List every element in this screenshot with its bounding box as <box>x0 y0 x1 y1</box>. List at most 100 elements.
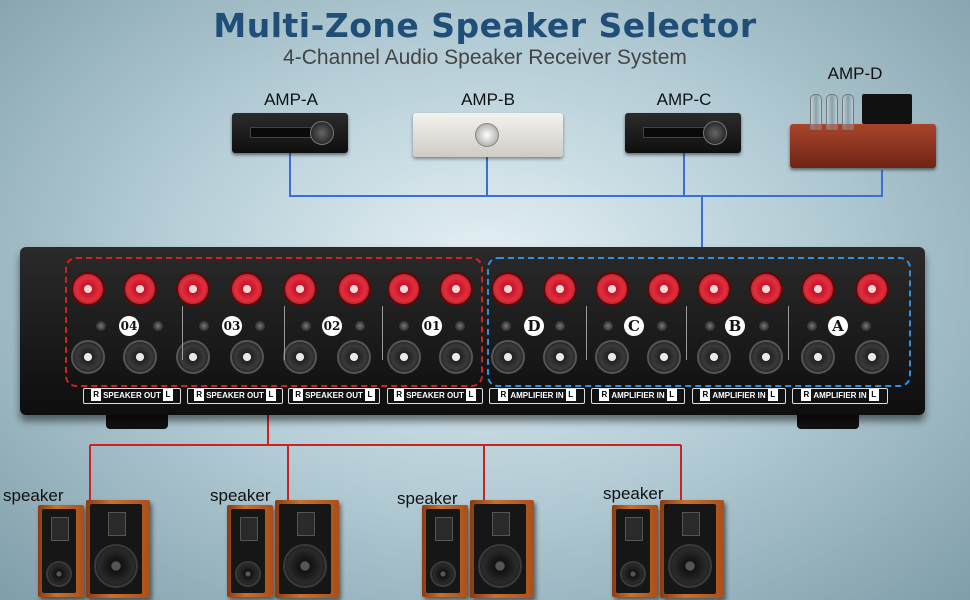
red-binding-post[interactable] <box>123 272 157 306</box>
black-binding-post[interactable] <box>337 340 371 374</box>
black-binding-post[interactable] <box>387 340 421 374</box>
channel-badge-02: 02 <box>322 316 342 336</box>
speaker-cabinet <box>470 500 534 598</box>
red-binding-post[interactable] <box>337 272 371 306</box>
screw-icon <box>657 321 667 331</box>
amp-a-image <box>232 113 348 153</box>
red-binding-post[interactable] <box>749 272 783 306</box>
speaker-out-outline <box>65 257 483 387</box>
black-binding-post[interactable] <box>439 340 473 374</box>
screw-icon <box>759 321 769 331</box>
red-binding-post[interactable] <box>283 272 317 306</box>
amp-d-image <box>790 94 936 168</box>
red-binding-post[interactable] <box>801 272 835 306</box>
section-divider <box>788 306 789 360</box>
amp-b-image <box>413 113 563 157</box>
amp-c-image <box>625 113 741 153</box>
channel-badge-03: 03 <box>222 316 242 336</box>
screw-icon <box>255 321 265 331</box>
screw-icon <box>153 321 163 331</box>
black-binding-post[interactable] <box>595 340 629 374</box>
amplifier-in-outline <box>487 257 911 387</box>
black-binding-post[interactable] <box>283 340 317 374</box>
speaker-cabinet <box>612 505 658 597</box>
amplifier-wiring <box>289 152 883 255</box>
red-binding-post[interactable] <box>697 272 731 306</box>
page-title: Multi-Zone Speaker Selector <box>213 6 757 45</box>
red-binding-post[interactable] <box>491 272 525 306</box>
screw-icon <box>301 321 311 331</box>
red-binding-post[interactable] <box>176 272 210 306</box>
speaker-cabinet <box>660 500 724 598</box>
speaker-cabinet <box>86 500 150 598</box>
black-binding-post[interactable] <box>855 340 889 374</box>
red-binding-post[interactable] <box>543 272 577 306</box>
speaker-cabinet <box>38 505 84 597</box>
speaker-cabinet <box>422 505 468 597</box>
screw-icon <box>199 321 209 331</box>
channel-badge-b: B <box>725 316 745 336</box>
amp-b-label: AMP-B <box>461 90 515 109</box>
black-binding-post[interactable] <box>230 340 264 374</box>
section-divider <box>182 306 183 360</box>
screw-icon <box>96 321 106 331</box>
black-binding-post[interactable] <box>697 340 731 374</box>
speaker-label-4: speaker <box>603 484 664 503</box>
speaker-cabinet <box>227 505 273 597</box>
black-binding-post[interactable] <box>801 340 835 374</box>
screw-icon <box>501 321 511 331</box>
screw-icon <box>705 321 715 331</box>
screw-icon <box>861 321 871 331</box>
screw-icon <box>603 321 613 331</box>
black-binding-post[interactable] <box>491 340 525 374</box>
red-binding-post[interactable] <box>855 272 889 306</box>
red-binding-post[interactable] <box>647 272 681 306</box>
red-binding-post[interactable] <box>595 272 629 306</box>
channel-badge-04: 04 <box>119 316 139 336</box>
black-binding-post[interactable] <box>71 340 105 374</box>
speaker-label-2: speaker <box>210 486 271 505</box>
amp-c-label: AMP-C <box>656 90 712 109</box>
black-binding-post[interactable] <box>647 340 681 374</box>
screw-icon <box>399 321 409 331</box>
channel-badge-a: A <box>828 316 848 336</box>
speaker-label-1: speaker <box>3 486 64 505</box>
speaker-label-3: speaker <box>397 489 458 508</box>
speaker-wiring <box>89 388 682 500</box>
device-foot <box>106 413 168 429</box>
amp-a-label: AMP-A <box>264 90 318 109</box>
channel-badge-01: 01 <box>422 316 442 336</box>
black-binding-post[interactable] <box>123 340 157 374</box>
device-foot <box>797 413 859 429</box>
section-divider <box>382 306 383 360</box>
screw-icon <box>355 321 365 331</box>
section-divider <box>284 306 285 360</box>
red-binding-post[interactable] <box>387 272 421 306</box>
black-binding-post[interactable] <box>543 340 577 374</box>
channel-badge-c: C <box>624 316 644 336</box>
section-divider <box>686 306 687 360</box>
amp-d-label: AMP-D <box>827 64 883 83</box>
red-binding-post[interactable] <box>71 272 105 306</box>
black-binding-post[interactable] <box>749 340 783 374</box>
speaker-cabinet <box>275 500 339 598</box>
screw-icon <box>807 321 817 331</box>
channel-badge-d: D <box>524 316 544 336</box>
page-subtitle: 4-Channel Audio Speaker Receiver System <box>283 46 687 69</box>
red-binding-post[interactable] <box>439 272 473 306</box>
screw-icon <box>555 321 565 331</box>
red-binding-post[interactable] <box>230 272 264 306</box>
section-divider <box>586 306 587 360</box>
black-binding-post[interactable] <box>176 340 210 374</box>
screw-icon <box>455 321 465 331</box>
